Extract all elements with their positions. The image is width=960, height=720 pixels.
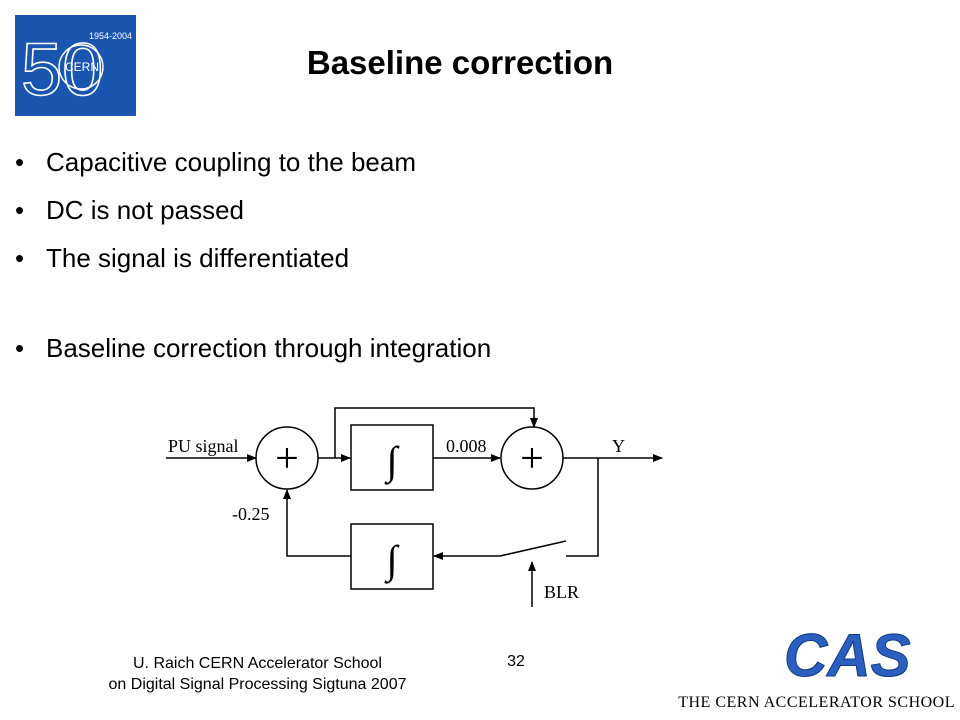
logo-years: 1954-2004 bbox=[89, 31, 132, 41]
cas-logo: CAS bbox=[784, 622, 912, 689]
cern-50-logo: 50 1954-2004 CERN bbox=[15, 15, 136, 116]
bullet-item: •Capacitive coupling to the beam bbox=[15, 147, 417, 177]
feedback-gain-label: -0.25 bbox=[232, 504, 270, 524]
bullet-item: •DC is not passed bbox=[15, 195, 244, 225]
logo-org: CERN bbox=[65, 60, 99, 74]
slide-title: Baseline correction bbox=[306, 44, 614, 81]
cas-acronym: CAS bbox=[784, 622, 911, 688]
logo-number: 50 bbox=[21, 28, 103, 111]
integral-symbol-2: ∫ bbox=[384, 537, 401, 584]
blr-switch bbox=[499, 540, 567, 557]
page-number: 32 bbox=[507, 653, 525, 670]
school-name: THE CERN ACCELERATOR SCHOOL bbox=[678, 694, 955, 711]
gain-label: 0.008 bbox=[446, 436, 487, 456]
switch-label: BLR bbox=[544, 582, 579, 602]
input-label: PU signal bbox=[168, 436, 239, 456]
bullet-item: •The signal is differentiated bbox=[15, 243, 350, 273]
bullet-item: •Baseline correction through integration bbox=[15, 333, 492, 363]
output-label: Y bbox=[612, 436, 625, 456]
baseline-correction-diagram: PU signal + ∫ 0.008 + Y -0.25 ∫ BLR bbox=[166, 407, 663, 607]
plus-sign-2: + bbox=[520, 436, 544, 482]
footer-author: U. Raich CERN Accelerator School on Digi… bbox=[108, 655, 407, 693]
integral-symbol-1: ∫ bbox=[384, 438, 401, 485]
bullet-list: •Capacitive coupling to the beam •DC is … bbox=[15, 138, 491, 372]
plus-sign-1: + bbox=[275, 436, 299, 482]
